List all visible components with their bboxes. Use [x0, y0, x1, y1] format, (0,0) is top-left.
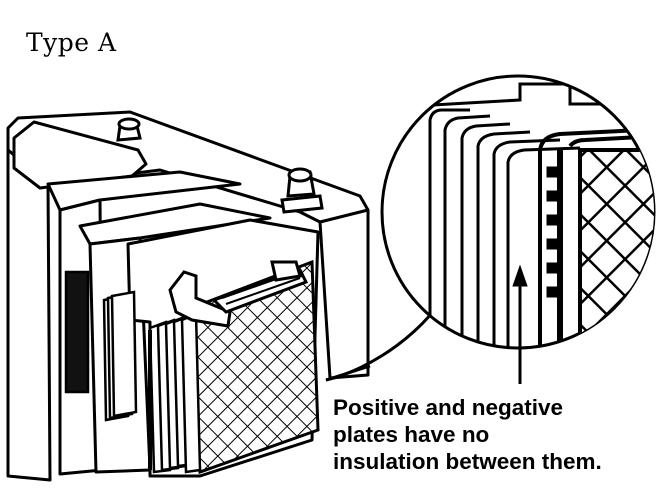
caption-line: insulation between them.: [333, 449, 602, 474]
front-plates: [148, 259, 320, 475]
magnified-view: [380, 74, 656, 350]
caption-line: plates have no: [333, 422, 490, 447]
type-label: Type A: [26, 28, 117, 57]
back-plates: [64, 270, 138, 422]
terminal-posts: [116, 117, 324, 214]
caption-line: Positive and negative: [333, 395, 564, 420]
pointer-arrow: [512, 264, 528, 384]
caption: Positive and negative plates have no ins…: [333, 394, 602, 475]
